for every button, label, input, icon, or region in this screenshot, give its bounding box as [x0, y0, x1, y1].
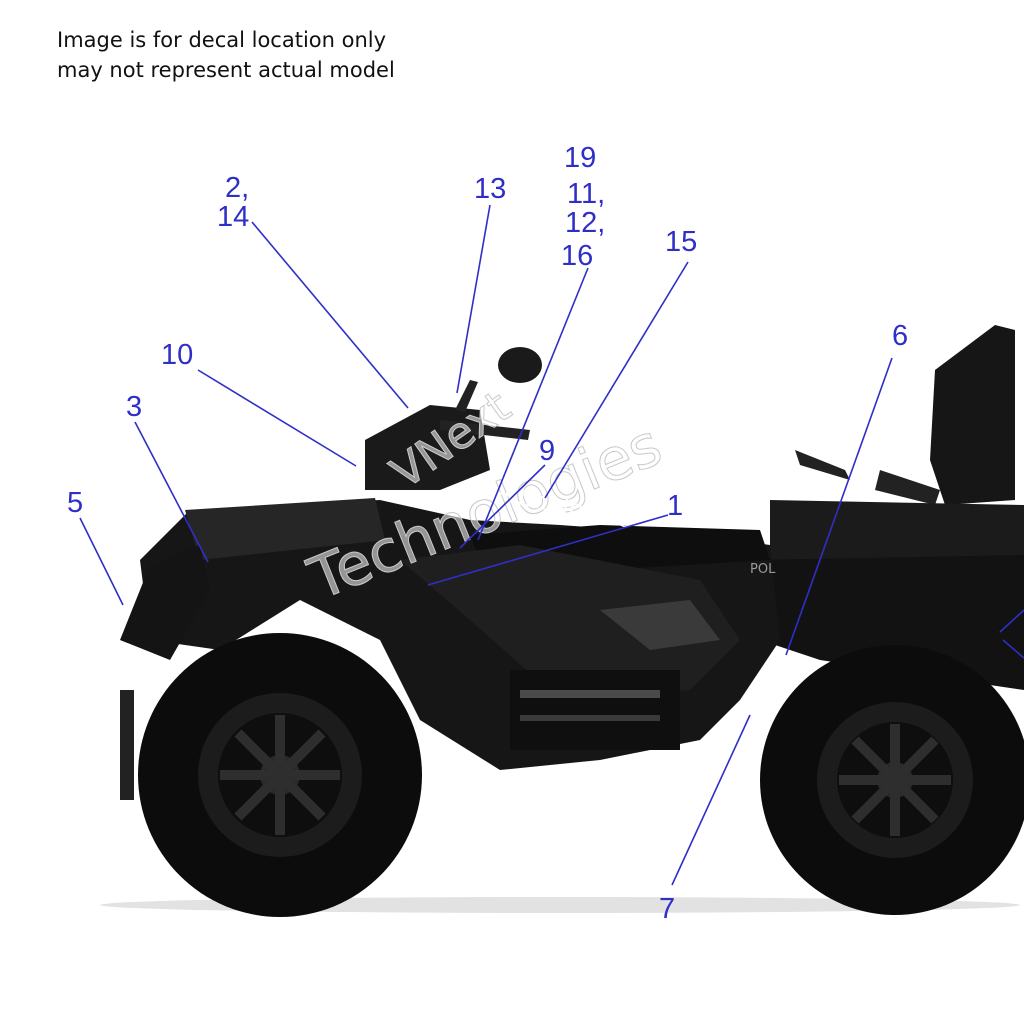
callout-14: 14 [217, 201, 249, 233]
leader-line-2-14 [251, 221, 409, 409]
callout-5: 5 [67, 487, 83, 519]
leader-line-10 [197, 369, 357, 467]
atv-illustration: POL [120, 325, 1024, 917]
leader-line-15 [544, 261, 689, 499]
callout-3: 3 [126, 391, 142, 423]
leader-line-3 [134, 421, 209, 563]
callout-19: 19 [564, 142, 596, 174]
callout-labels: 2, 14 13 19 11, 12, 16 15 10 3 5 9 1 6 7 [67, 142, 908, 925]
vehicle-badge: POL [750, 562, 776, 577]
callout-15: 15 [665, 226, 697, 258]
leader-line-1 [427, 514, 669, 586]
callout-7: 7 [659, 893, 675, 925]
leader-lines [79, 204, 1024, 886]
leader-line-9 [459, 464, 546, 549]
leader-line-7 [671, 714, 751, 886]
leader-line-6 [785, 357, 893, 656]
leader-line-13 [456, 204, 491, 394]
callout-11: 11, [567, 178, 605, 210]
callout-9: 9 [539, 435, 555, 467]
callout-1: 1 [667, 490, 683, 522]
callout-12: 12, [565, 207, 605, 239]
disclaimer-line-1: Image is for decal location only [57, 28, 387, 52]
leader-line-11-12-16 [477, 267, 589, 541]
leader-line-5 [79, 517, 124, 606]
disclaimer-line-2: may not represent actual model [57, 58, 395, 82]
callout-6: 6 [892, 320, 908, 352]
callout-10: 10 [161, 339, 193, 371]
callout-2: 2, [225, 172, 249, 204]
leader-line-offscreen-a [999, 609, 1024, 633]
callout-16: 16 [561, 240, 593, 272]
leader-line-offscreen-b [1002, 639, 1024, 659]
callout-13: 13 [474, 173, 506, 205]
